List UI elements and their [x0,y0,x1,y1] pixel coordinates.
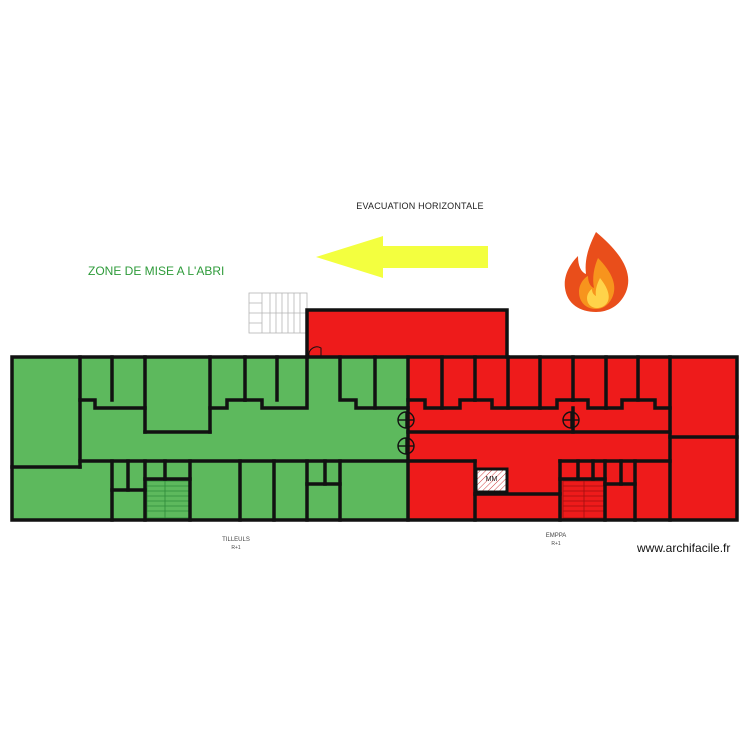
left-building-level: R+1 [231,545,241,551]
right-building-name: EMPPA [545,533,567,539]
staircase-outside [248,292,308,334]
fire-door-icon [397,411,415,429]
fire-door-icon [397,437,415,455]
fire-zone-annex [307,310,507,357]
right-building-level: R+1 [551,541,561,547]
arrow-left-icon [316,236,488,278]
fire-icon [564,232,629,312]
watermark-link[interactable]: www.archifacile.fr [637,541,731,555]
staircase-green [146,480,192,519]
shelter-zone-title: ZONE DE MISE A L'ABRI [88,264,225,278]
walls [10,308,739,522]
staircase-red [562,480,606,519]
left-building-name: TILLEULS [222,537,250,543]
door-swing-icon [308,346,322,357]
left-building-caption: TILLEULS R+1 [206,536,266,552]
fire-door-icon [562,411,580,429]
evacuation-title: EVACUATION HORIZONTALE [356,201,484,211]
room-mm-label: MM [485,476,498,483]
right-building-caption: EMPPA R+1 [526,532,586,548]
